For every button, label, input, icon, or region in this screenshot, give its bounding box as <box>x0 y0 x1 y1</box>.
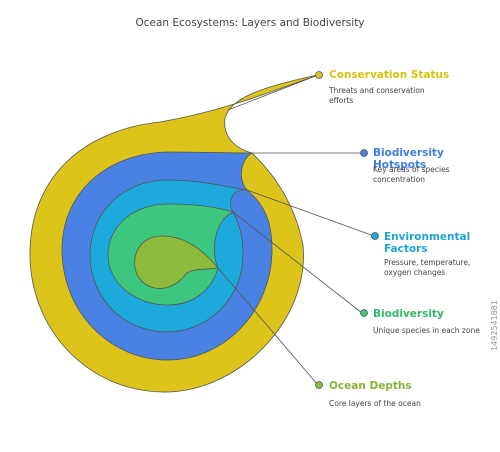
label-conservation-status: Conservation Status <box>329 69 450 81</box>
label-biodiversity: Biodiversity <box>373 308 444 320</box>
leader-line-depths <box>217 267 319 386</box>
marker-conservation <box>315 71 323 79</box>
label-environmental-factors: Environmental Factors <box>384 231 471 255</box>
stock-image-id: 1492541881 <box>490 300 499 351</box>
leader-line-conservation <box>227 74 319 111</box>
description-biodiversity: Unique species in each zone <box>373 326 480 335</box>
marker-environment <box>371 232 379 240</box>
marker-depths <box>315 381 323 389</box>
marker-hotspots <box>360 149 368 157</box>
label-biodiversity-hotspots: Biodiversity Hotspots <box>373 147 444 171</box>
description-conservation-status: Threats and conservation efforts <box>329 86 425 105</box>
leader-line-environment <box>246 189 375 237</box>
leader-line-biodiversity <box>232 211 363 314</box>
diagram-title: Ocean Ecosystems: Layers and Biodiversit… <box>135 17 365 29</box>
description-biodiversity-hotspots: Key areas of species concentration <box>373 165 450 184</box>
description-environmental-factors: Pressure, temperature, oxygen changes <box>384 258 471 277</box>
label-ocean-depths: Ocean Depths <box>329 380 412 392</box>
layer-depths-shape <box>134 235 219 289</box>
marker-biodiversity <box>360 309 368 317</box>
description-ocean-depths: Core layers of the ocean <box>329 399 421 408</box>
